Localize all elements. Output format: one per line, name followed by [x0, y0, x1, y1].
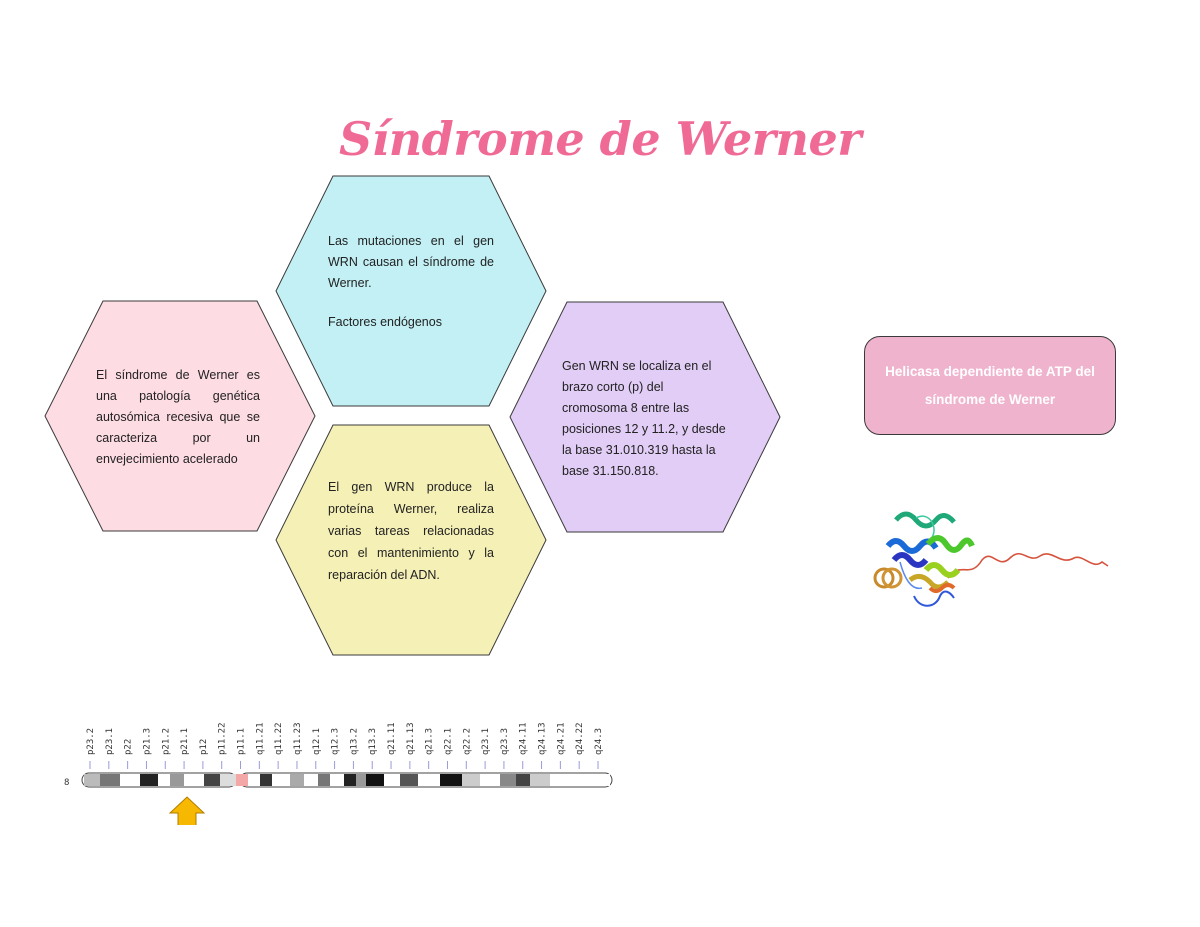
chromosome-band	[304, 774, 318, 786]
band-label: q24.13	[538, 722, 548, 755]
hexagon-left	[44, 300, 316, 532]
hexagon-top-text: Las mutaciones en el gen WRN causan el s…	[328, 231, 494, 333]
hexagon-bottom-paragraph: El gen WRN produce la proteína Werner, r…	[328, 480, 494, 582]
band-label: q13.2	[349, 728, 359, 755]
hexagon-left-paragraph: El síndrome de Werner es una patología g…	[96, 368, 260, 466]
chromosome-band	[140, 774, 158, 786]
gene-location-arrow-icon	[168, 796, 206, 825]
chromosome-band	[290, 774, 304, 786]
page-title: Síndrome de Werner	[339, 112, 861, 166]
chromosome-band	[500, 774, 516, 786]
chromosome-band	[384, 774, 400, 786]
chromosome-band	[158, 774, 170, 786]
band-label: q11.22	[274, 722, 284, 755]
chromosome-number: 8	[64, 778, 69, 788]
chromosome-band	[530, 774, 550, 786]
band-label: q21.13	[406, 722, 416, 755]
hexagon-right-paragraph: Gen WRN se localiza en el brazo corto (p…	[562, 359, 726, 478]
band-label: q13.3	[368, 728, 378, 755]
chromosome-band	[330, 774, 344, 786]
chromosome-band	[366, 774, 384, 786]
band-tick-group	[89, 761, 599, 769]
chromosome-band	[480, 774, 500, 786]
hexagon-bottom-text: El gen WRN produce la proteína Werner, r…	[328, 476, 494, 586]
chromosome-band	[356, 774, 366, 786]
band-label: p12	[199, 739, 209, 755]
band-label: p11.1	[237, 728, 247, 755]
band-label: q12.1	[312, 728, 322, 755]
chromosome-band	[272, 774, 290, 786]
band-label: q24.21	[556, 722, 566, 755]
band-label: q24.11	[519, 722, 529, 755]
hexagon-bottom	[275, 424, 547, 656]
band-label: q24.3	[594, 728, 604, 755]
hexagon-right-text: Gen WRN se localiza en el brazo corto (p…	[562, 356, 728, 482]
band-label: q11.23	[293, 722, 303, 755]
band-label: p21.2	[161, 728, 171, 755]
band-label: p22	[124, 739, 134, 755]
chromosome-band	[318, 774, 330, 786]
band-label-group: p23.2 p23.1 p22 p21.3 p21.2 p21.1 p12 p11.22 p11…	[86, 722, 604, 755]
hexagon-left-text: El síndrome de Werner es una patología g…	[96, 365, 260, 470]
chromosome-band	[462, 774, 480, 786]
band-label: q21.3	[425, 728, 435, 755]
chromosome-band	[344, 774, 356, 786]
chromosome-band	[220, 774, 236, 786]
band-label: q22.2	[462, 728, 472, 755]
hexagon-top-paragraph: Las mutaciones en el gen WRN causan el s…	[328, 234, 494, 290]
band-label: p23.2	[86, 728, 96, 755]
chromosome-band	[550, 774, 610, 786]
band-label: q11.21	[255, 722, 265, 755]
band-label: q23.1	[481, 728, 491, 755]
band-label: q23.3	[500, 728, 510, 755]
band-label: p21.1	[180, 728, 190, 755]
chromosome-band	[242, 774, 248, 786]
chromosome-band	[418, 774, 440, 786]
band-label: p21.3	[142, 728, 152, 755]
chromosome-band	[100, 774, 120, 786]
protein-structure-image	[873, 511, 1109, 607]
callout-text: Helicasa dependiente de ATP del síndrome…	[885, 363, 1095, 407]
band-label: q24.22	[575, 722, 585, 755]
band-label: q22.1	[443, 728, 453, 755]
band-fill-group	[84, 774, 610, 786]
chromosome-band	[84, 774, 100, 786]
band-label: q21.11	[387, 722, 397, 755]
chromosome-band	[260, 774, 272, 786]
chromosome-band	[236, 774, 242, 786]
band-label: q12.3	[331, 728, 341, 755]
chromosome-band	[400, 774, 418, 786]
band-label: p23.1	[105, 728, 115, 755]
chromosome-band	[440, 774, 462, 786]
chromosome-band	[184, 774, 204, 786]
chromosome-band	[248, 774, 260, 786]
hexagon-top-paragraph-2: Factores endógenos	[328, 315, 442, 329]
chromosome-band	[516, 774, 530, 786]
chromosome-band	[170, 774, 184, 786]
hexagon-top	[275, 175, 547, 407]
chromosome-band	[204, 774, 220, 786]
hexagon-right	[509, 301, 781, 533]
band-label: p11.22	[218, 722, 228, 755]
chromosome-band	[120, 774, 140, 786]
callout-box: Helicasa dependiente de ATP del síndrome…	[864, 336, 1116, 435]
